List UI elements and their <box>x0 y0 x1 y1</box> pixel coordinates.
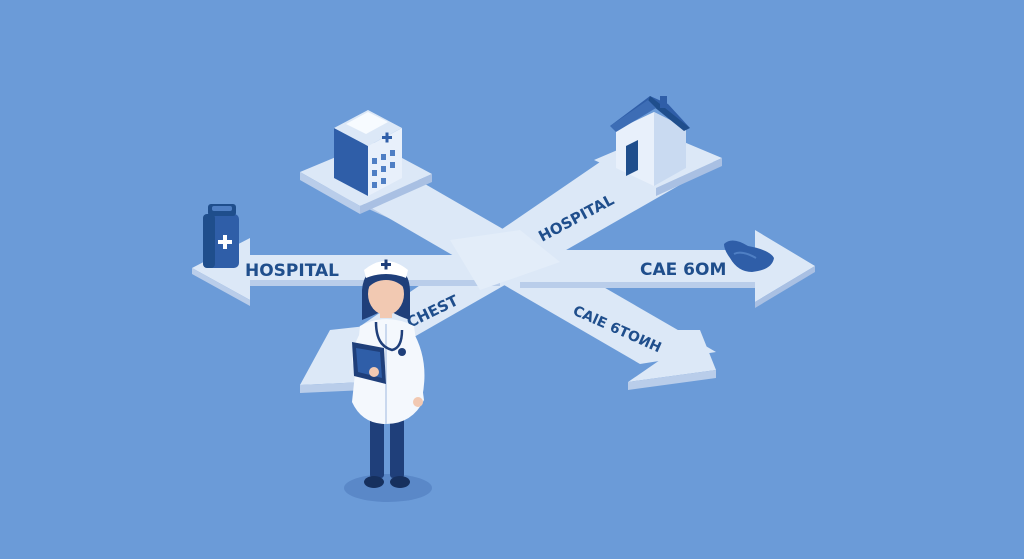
medicine-bottle-icon <box>203 204 239 268</box>
arrow-lower-right-head <box>600 330 716 390</box>
stethoscope-icon <box>374 321 404 352</box>
arrow-right <box>520 230 815 308</box>
road-intersection <box>450 230 560 290</box>
left-arrow-label: HOSPITAL <box>245 261 339 281</box>
right-arrow-label: CAE 6OM <box>640 260 726 280</box>
hospital-building-icon <box>334 110 402 196</box>
house-icon <box>610 96 690 186</box>
nurse-figure <box>344 259 432 502</box>
pill-icon <box>724 240 774 272</box>
